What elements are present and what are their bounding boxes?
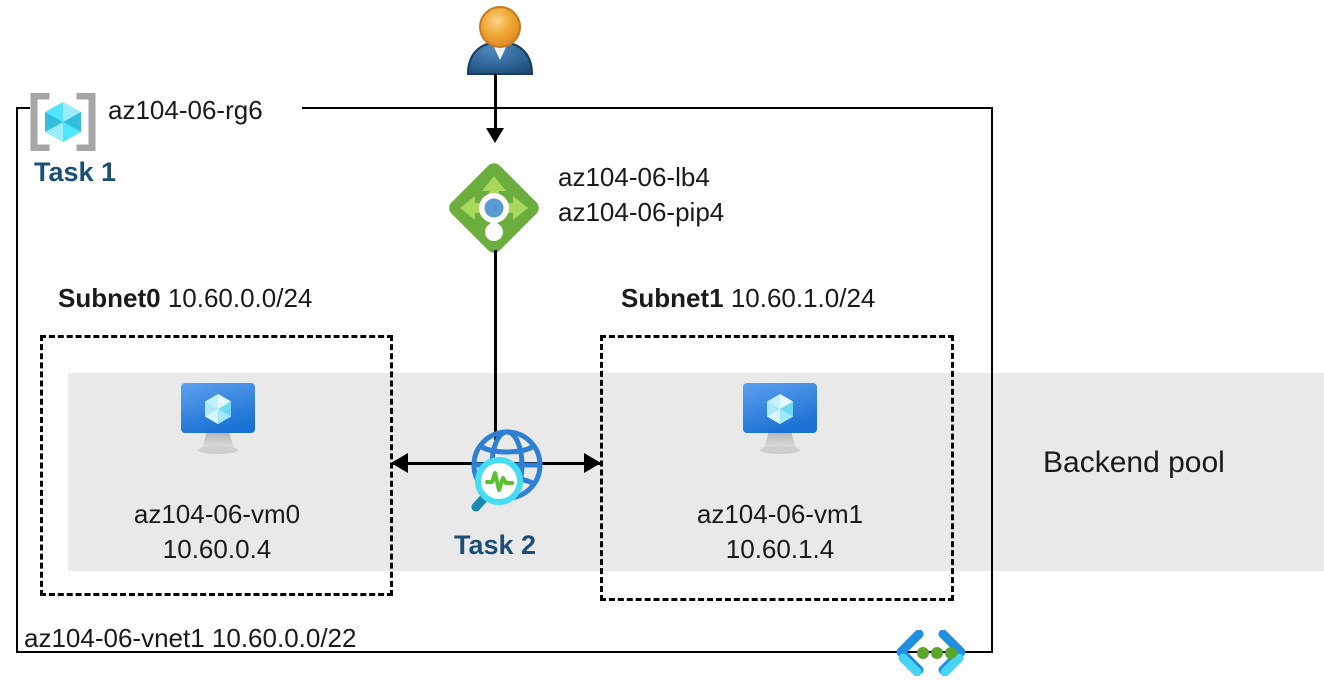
subnet0-name: Subnet0 (58, 283, 161, 313)
vm0-ip: 10.60.0.4 (162, 533, 272, 564)
subnet1-box (600, 335, 954, 601)
pip-name-label: az104-06-pip4 (558, 197, 725, 228)
load-balancer-icon (444, 158, 544, 258)
virtual-network-icon (893, 629, 969, 677)
resource-group-box (16, 108, 993, 653)
load-balancer-labels: az104-06-lb4 az104-06-pip4 (558, 160, 724, 231)
subnet1-title: Subnet1 10.60.1.0/24 (621, 283, 875, 314)
subnet1-name: Subnet1 (621, 283, 724, 313)
user-to-lb-arrowhead (486, 128, 504, 143)
task-2-label: Task 2 (453, 530, 537, 560)
backend-pool-label: Backend pool (1043, 446, 1225, 479)
subnet1-cidr: 10.60.1.0/24 (730, 283, 876, 313)
user-icon (462, 2, 538, 78)
vnet-label: az104-06-vnet1 10.60.0.0/22 (24, 623, 357, 653)
vm1-name: az104-06-vm1 (696, 499, 864, 529)
vm0-name: az104-06-vm0 (133, 499, 301, 529)
lb-name-label: az104-06-lb4 (558, 162, 710, 192)
connection-arrowhead-left (391, 453, 408, 473)
resource-group-border-top-left (16, 107, 30, 109)
virtual-machine-icon (739, 381, 821, 455)
user-to-lb-line (494, 74, 497, 132)
vm1-label: az104-06-vm1 10.60.1.4 (630, 497, 930, 567)
lb-to-network-watcher-line (494, 250, 497, 440)
task-1-label: Task 1 (34, 157, 117, 187)
resource-group-label: az104-06-rg6 (108, 95, 263, 125)
resource-group-icon (30, 92, 96, 152)
subnet0-title: Subnet0 10.60.0.0/24 (58, 283, 312, 314)
virtual-machine-icon (177, 381, 259, 455)
vm1-ip: 10.60.1.4 (725, 533, 835, 564)
subnet0-cidr: 10.60.0.0/24 (167, 283, 313, 313)
network-watcher-icon (455, 421, 551, 517)
backend-pool-band (68, 373, 1324, 571)
resource-group-border-top-right (302, 107, 993, 109)
vm0-label: az104-06-vm0 10.60.0.4 (67, 497, 367, 567)
connection-arrowhead-right (584, 453, 601, 473)
